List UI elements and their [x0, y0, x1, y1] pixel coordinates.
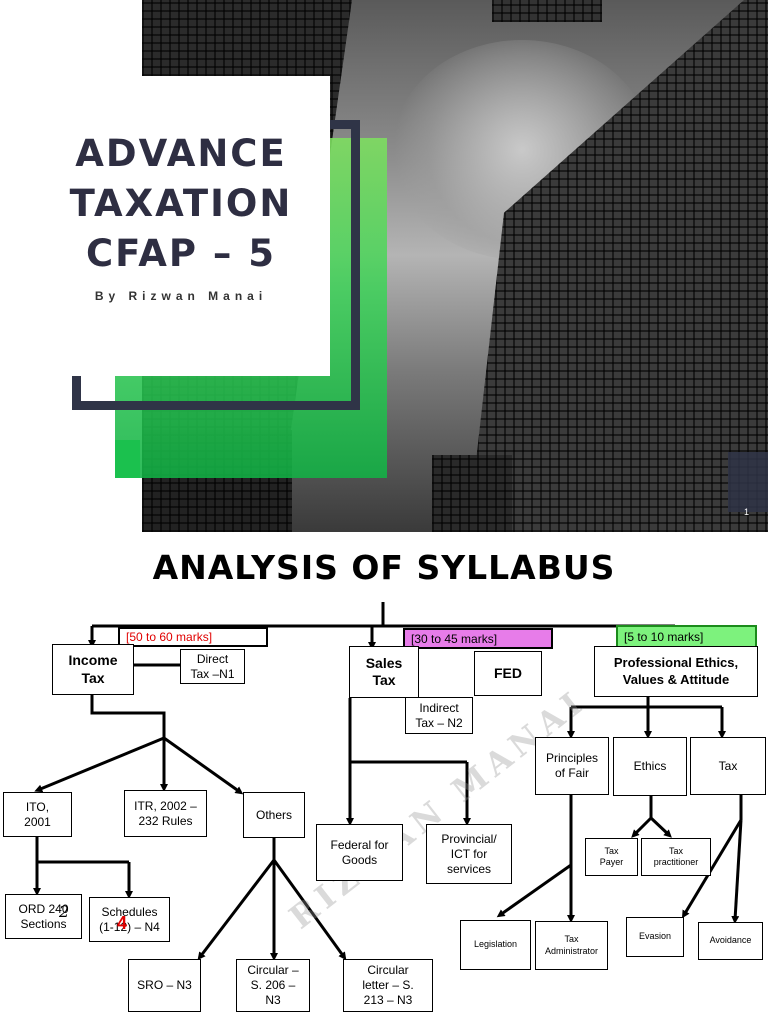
box-provincial-ict: Provincial/ ICT for services [426, 824, 512, 884]
box-schedules: Schedules (1-12) – N4 [89, 897, 170, 942]
box-federal-goods: Federal for Goods [316, 824, 403, 881]
marks-ethics: [5 to 10 marks] [616, 625, 757, 648]
box-professional-ethics: Professional Ethics, Values & Attitude [594, 646, 758, 697]
to-others [163, 736, 244, 795]
box-indirect-tax: Indirect Tax – N2 [405, 697, 473, 734]
slide-number: 1 [744, 507, 750, 517]
box-tax-practitioner: Tax practitioner [641, 838, 711, 876]
to-evasion [681, 819, 743, 919]
syllabus-title: ANALYSIS OF SYLLABUS [152, 548, 616, 587]
title-line-3: CFAP – 5 [86, 232, 276, 275]
box-ord-240: ORD 240 Sections [5, 894, 82, 939]
marks-sales: [30 to 45 marks] [403, 628, 553, 649]
title-line-2: TAXATION [69, 182, 293, 225]
box-income-tax: Income Tax [52, 644, 134, 695]
marks-income: [50 to 60 marks] [118, 627, 268, 647]
box-avoidance: Avoidance [698, 922, 763, 960]
box-others: Others [243, 792, 305, 838]
box-itr: ITR, 2002 – 232 Rules [124, 790, 207, 837]
box-legislation: Legislation [460, 920, 531, 970]
to-tax-practitioner [649, 816, 672, 838]
to-avoidance [731, 819, 743, 924]
author-byline: By Rizwan Manai [94, 289, 268, 303]
box-tax: Tax [690, 737, 766, 795]
to-tax-payer [631, 816, 653, 838]
box-evasion: Evasion [626, 917, 684, 957]
box-sales-tax: Sales Tax [349, 646, 419, 698]
green-accent-small [115, 440, 140, 478]
handwritten-italic-mark: 2 [59, 902, 70, 921]
box-ethics: Ethics [613, 737, 687, 796]
box-tax-administrator: Tax Administrator [535, 921, 608, 970]
income-down [90, 695, 166, 738]
title-line-1: ADVANCE [75, 132, 287, 175]
box-fed: FED [474, 651, 542, 696]
to-circular-letter [272, 859, 347, 961]
ito-down [35, 837, 129, 864]
box-ito: ITO, 2001 [3, 792, 72, 837]
box-principles-of-fair: Principles of Fair [535, 737, 609, 795]
side-tab-decoration [728, 452, 768, 512]
handwritten-red-mark: 4 [117, 913, 128, 933]
box-direct-tax: Direct Tax –N1 [180, 649, 245, 684]
box-tax-payer: Tax Payer [585, 838, 638, 876]
box-sro: SRO – N3 [128, 959, 201, 1012]
dark-frame-left-stub [72, 374, 81, 410]
title-card: ADVANCE TAXATION CFAP – 5 By Rizwan Mana… [32, 76, 330, 376]
box-circular: Circular – S. 206 – N3 [236, 959, 310, 1012]
to-legislation [496, 863, 572, 918]
to-sro [197, 859, 276, 961]
cover-slide: ADVANCE TAXATION CFAP – 5 By Rizwan Mana… [32, 0, 768, 532]
building-top [492, 0, 602, 22]
box-circular-letter: Circular letter – S. 213 – N3 [343, 959, 433, 1012]
building-low-center [432, 455, 512, 532]
to-ito [34, 736, 165, 793]
